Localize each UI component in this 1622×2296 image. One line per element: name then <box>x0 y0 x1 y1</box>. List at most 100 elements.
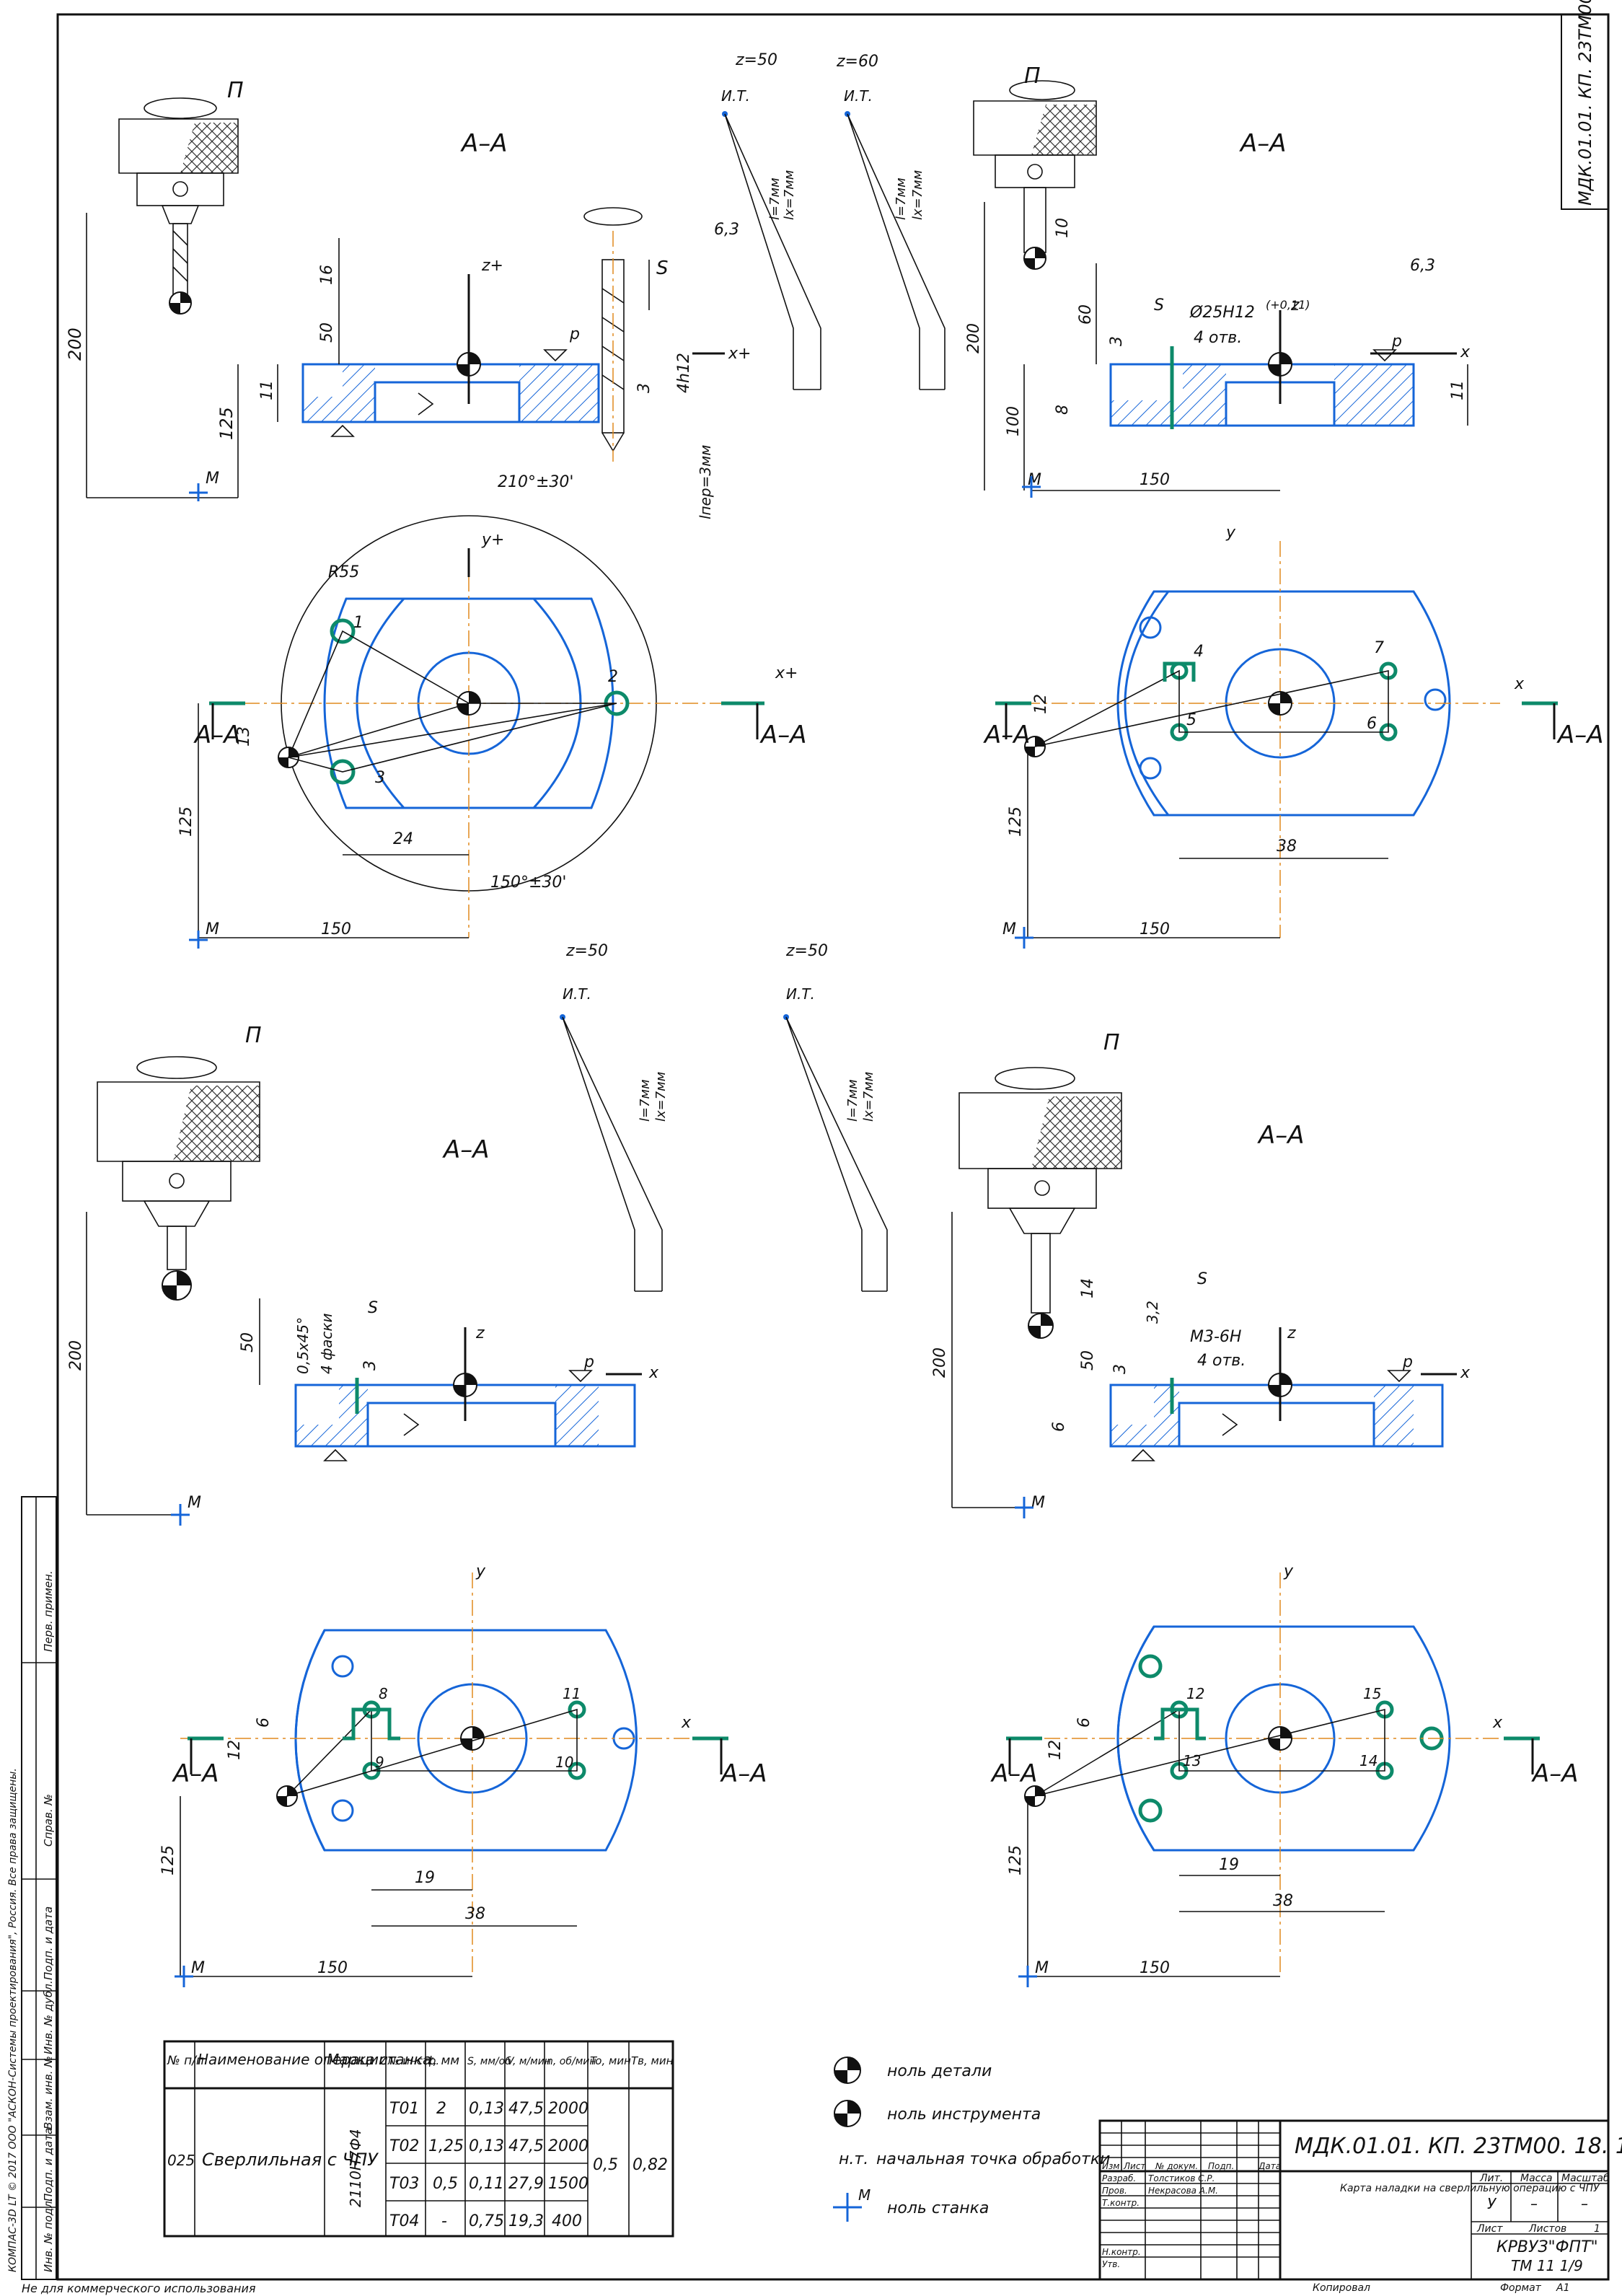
section-a-right-3: А–А <box>720 1759 767 1788</box>
op-to: 0,5 <box>593 2156 618 2174</box>
dim-3-v3: 3 <box>361 1360 379 1371</box>
r1-tool: T01 <box>389 2100 419 2118</box>
perv-label: Перв. примен. <box>42 1570 55 1652</box>
tb-name1: Толстиков С.Р. <box>1148 2173 1215 2183</box>
y-axis-label-2: y <box>1225 524 1236 542</box>
section-label-1: А–А <box>460 129 508 158</box>
hole-2-label: 2 <box>608 668 618 686</box>
dim-3-v2: 3 <box>1108 336 1126 346</box>
tb-nkontr: Н.контр. <box>1102 2247 1141 2257</box>
tool-lx-2: lx=7мм <box>910 170 925 220</box>
th-t: t, мм <box>428 2054 459 2068</box>
tb-scale-value: – <box>1581 2195 1588 2212</box>
inv-dubl-label: Инв. № дубл. <box>42 1980 55 2054</box>
dim-200-v4: 200 <box>931 1347 949 1378</box>
z-axis-label-2: z <box>1290 296 1300 315</box>
tb-izm: Изм <box>1102 2161 1119 2171</box>
spindle-label-2: П <box>1024 63 1041 89</box>
m-label-plan-2: М <box>1002 920 1016 938</box>
x-axis-label-2: x <box>1460 343 1471 361</box>
dim-10-v2: 10 <box>1054 218 1072 238</box>
z-label-4: z=50 <box>785 942 828 960</box>
tool-l-1: l=7мм <box>767 177 783 220</box>
r2-tool: T02 <box>389 2137 419 2155</box>
th-s: S, мм/об <box>467 2056 511 2067</box>
tb-group: ТМ 11 1/9 <box>1511 2257 1583 2274</box>
op-machine: 2110Н7Ф4 <box>347 2129 364 2207</box>
callout-2: Ø25H12 <box>1189 304 1255 322</box>
tb-sheets-value: 1 <box>1594 2223 1600 2235</box>
ref-label-1: p <box>569 325 580 343</box>
dim-16-v1: 16 <box>318 265 336 285</box>
hole-8-label: 8 <box>379 1685 388 1702</box>
tool-l-4: l=7мм <box>845 1079 860 1122</box>
op-name: Сверлильная с ЧПУ <box>202 2150 379 2170</box>
legend-start-point: начальная точка обработки <box>876 2150 1110 2168</box>
z-label-3: z=50 <box>565 942 608 960</box>
section-label-4: А–А <box>1257 1121 1305 1150</box>
noncommercial-note: Не для коммерческого использования <box>22 2282 256 2295</box>
view-2-section: А–А П z x S p Ø25H12 (+0,11) 4 отв. 6,3 … <box>965 63 1471 498</box>
dim-6-v4: 6 <box>1050 1422 1068 1432</box>
legend-part-zero: ноль детали <box>887 2062 992 2080</box>
tool-lx-3: lx=7мм <box>653 1072 669 1122</box>
dim-13-v1: 13 <box>235 726 253 747</box>
view-1-plan: 1 2 3 y+ x+ А–А А–А R55 13 125 24 150 21… <box>177 473 807 949</box>
th-n: n, об/мин <box>547 2056 596 2067</box>
tb-org: КРВУЗ"ФПТ" <box>1497 2238 1598 2256</box>
tb-ndoc: № докум. <box>1155 2161 1198 2171</box>
tb-format: Формат <box>1500 2282 1542 2294</box>
r1-t: 2 <box>436 2100 446 2118</box>
hole-13-label: 13 <box>1183 1752 1201 1769</box>
sprav-label: Справ. № <box>42 1794 55 1847</box>
m-label-plan-3: М <box>191 1959 205 1977</box>
section-a-left-2: А–А <box>983 721 1031 749</box>
section-a-right-1: А–А <box>759 721 807 749</box>
spindle-label-3: П <box>245 1023 262 1048</box>
chamfer-count-3: 4 фаски <box>318 1313 335 1374</box>
m-label-plan-4: М <box>1035 1959 1049 1977</box>
view-3-section: А–А П z x S p 0,5x45° 4 фаски 200 <box>67 1023 659 1526</box>
r1-v: 47,5 <box>508 2100 544 2118</box>
tb-list: Лист <box>1123 2161 1146 2171</box>
legend-m-code: М <box>858 2186 870 2204</box>
hole-9-label: 9 <box>375 1754 384 1771</box>
dim-38-v2: 38 <box>1277 837 1297 855</box>
r3-v: 27,9 <box>508 2175 544 2193</box>
r2-v: 47,5 <box>508 2137 544 2155</box>
dim-6-v3: 6 <box>255 1717 273 1728</box>
stamp-vertical: МДК.01.01. КП. 23ТМ00. 18. 18КН2 <box>1575 0 1595 206</box>
callout-tol-2: (+0,11) <box>1266 298 1310 312</box>
th-tv: Tв, мин <box>631 2054 674 2067</box>
dim-38-v3: 38 <box>465 1905 485 1923</box>
section-a-left-3: А–А <box>172 1759 219 1788</box>
dim-12-v3: 12 <box>226 1740 244 1760</box>
x-axis-label-1: x+ <box>728 345 751 363</box>
podp2-label: Подп. и дата <box>42 2128 55 2202</box>
dim-50-v3: 50 <box>239 1332 257 1352</box>
r4-t: - <box>441 2212 447 2230</box>
it-label-4: И.Т. <box>786 985 815 1003</box>
chamfer-3: 0,5x45° <box>294 1317 312 1374</box>
it-label-1: И.Т. <box>721 87 750 105</box>
tb-scale: Масштаб <box>1561 2173 1610 2184</box>
dim-3-v1: 3 <box>635 383 653 393</box>
tb-razrab: Разраб. <box>1102 2173 1136 2183</box>
dim-100-v2: 100 <box>1005 406 1023 436</box>
operations-table: № п/п Наименование операции Марка станка… <box>163 2040 674 2238</box>
roughness-2: 6,3 <box>1410 257 1435 275</box>
tb-name2: Некрасова А.М. <box>1148 2186 1218 2196</box>
r4-s: 0,75 <box>469 2212 504 2230</box>
r1-s: 0,13 <box>469 2100 504 2118</box>
op-num: 025 <box>167 2152 195 2169</box>
dim-150-plan-v3: 150 <box>317 1959 348 1977</box>
z-axis-label-1: z+ <box>481 257 503 275</box>
r2-n: 2000 <box>548 2137 589 2155</box>
z-axis-label-3: z <box>475 1324 485 1342</box>
dim-150-plan-v4: 150 <box>1140 1959 1170 1977</box>
dim-210deg-v1: 210°±30' <box>498 473 573 491</box>
hole-1-label: 1 <box>353 614 363 632</box>
z-label-2: z=60 <box>836 53 878 71</box>
y-axis-label-4: y <box>1283 1562 1294 1580</box>
